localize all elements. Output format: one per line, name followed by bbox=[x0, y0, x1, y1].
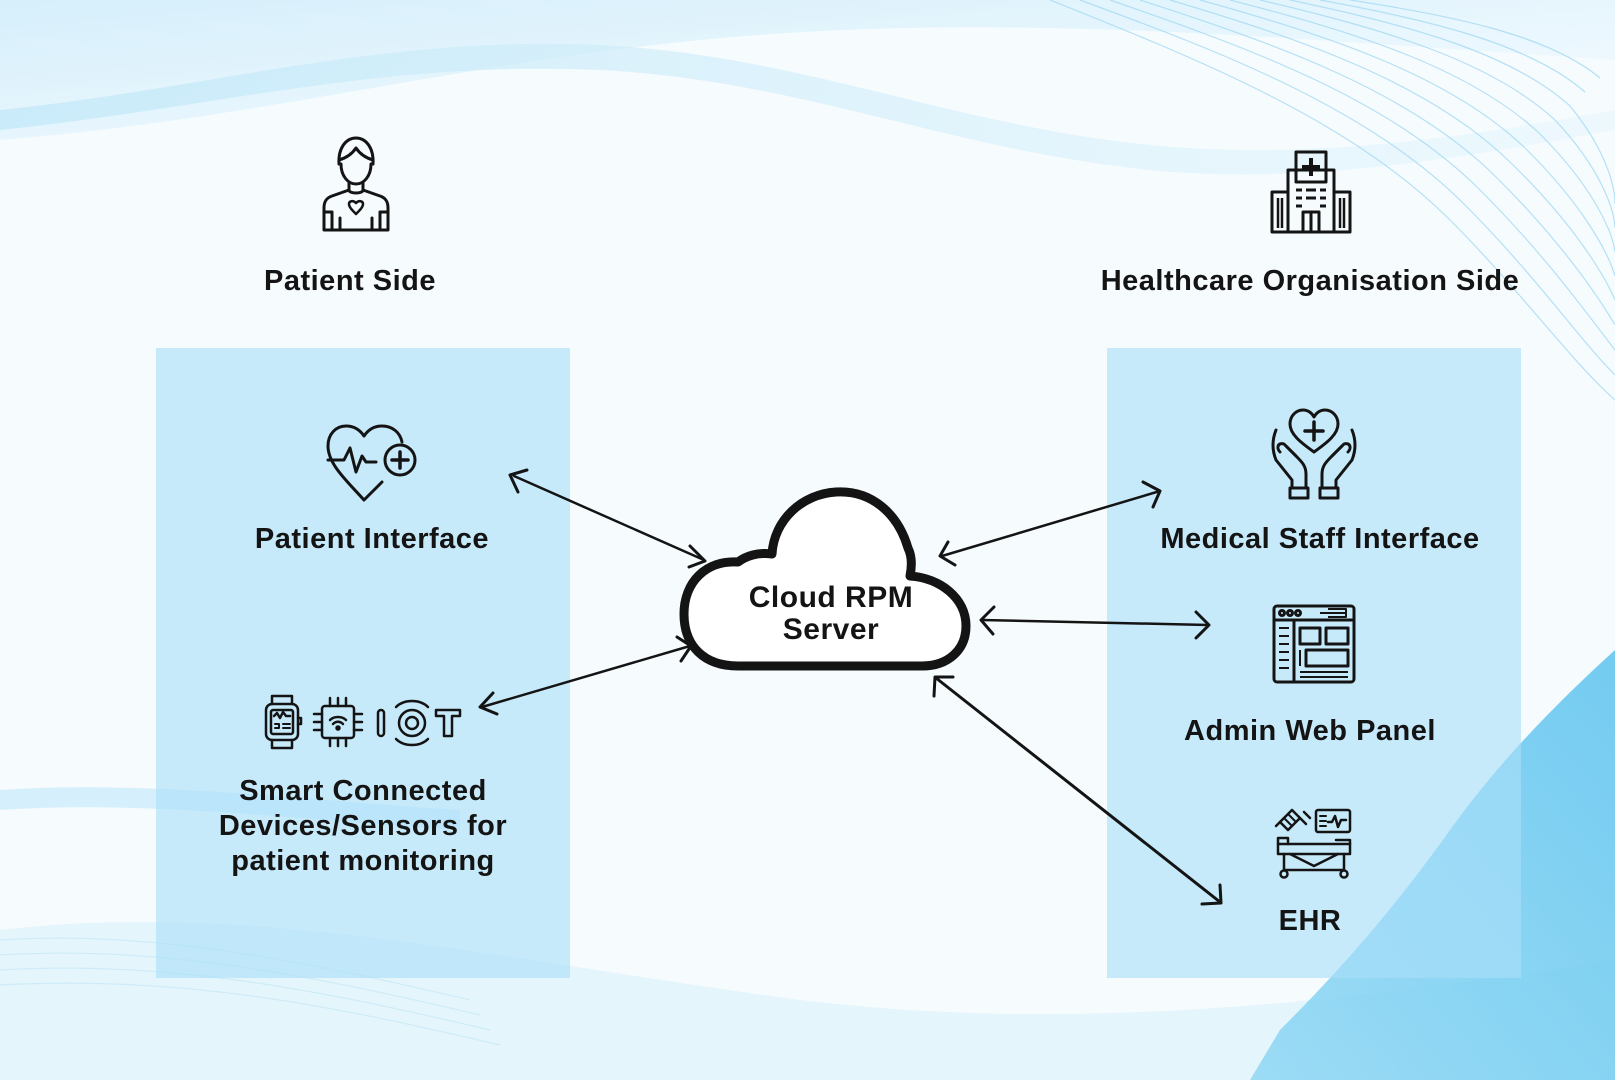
organisation-side-title: Healthcare Organisation Side bbox=[1100, 265, 1520, 297]
smart-devices-label-line-2: Devices/Sensors for bbox=[218, 810, 508, 842]
hands-heart-icon bbox=[1266, 404, 1362, 500]
hospital-building-icon bbox=[1268, 150, 1354, 234]
cloud-rpm-server: Cloud RPM Server bbox=[676, 480, 986, 680]
patient-interface-label: Patient Interface bbox=[254, 523, 490, 555]
admin-web-panel-label: Admin Web Panel bbox=[1184, 715, 1436, 747]
medical-staff-interface-label: Medical Staff Interface bbox=[1160, 523, 1480, 555]
ehr-label: EHR bbox=[1278, 905, 1342, 937]
smart-devices-label: Smart Connected Devices/Sensors for pati… bbox=[160, 774, 566, 879]
web-panel-icon bbox=[1272, 604, 1356, 684]
smart-devices-label-line-3: patient monitoring bbox=[231, 845, 495, 877]
smart-devices-icon bbox=[264, 692, 464, 752]
smart-devices-label-line-1: Smart Connected bbox=[239, 775, 487, 807]
hospital-bed-monitor-icon bbox=[1274, 804, 1354, 880]
cloud-label: Cloud RPM Server bbox=[696, 582, 966, 646]
cloud-label-line-1: Cloud RPM bbox=[748, 581, 914, 614]
heart-pulse-plus-icon bbox=[326, 424, 420, 504]
cloud-icon bbox=[679, 487, 971, 671]
patient-icon bbox=[318, 134, 394, 234]
patient-side-title: Patient Side bbox=[264, 265, 436, 297]
cloud-label-line-2: Server bbox=[782, 613, 880, 646]
